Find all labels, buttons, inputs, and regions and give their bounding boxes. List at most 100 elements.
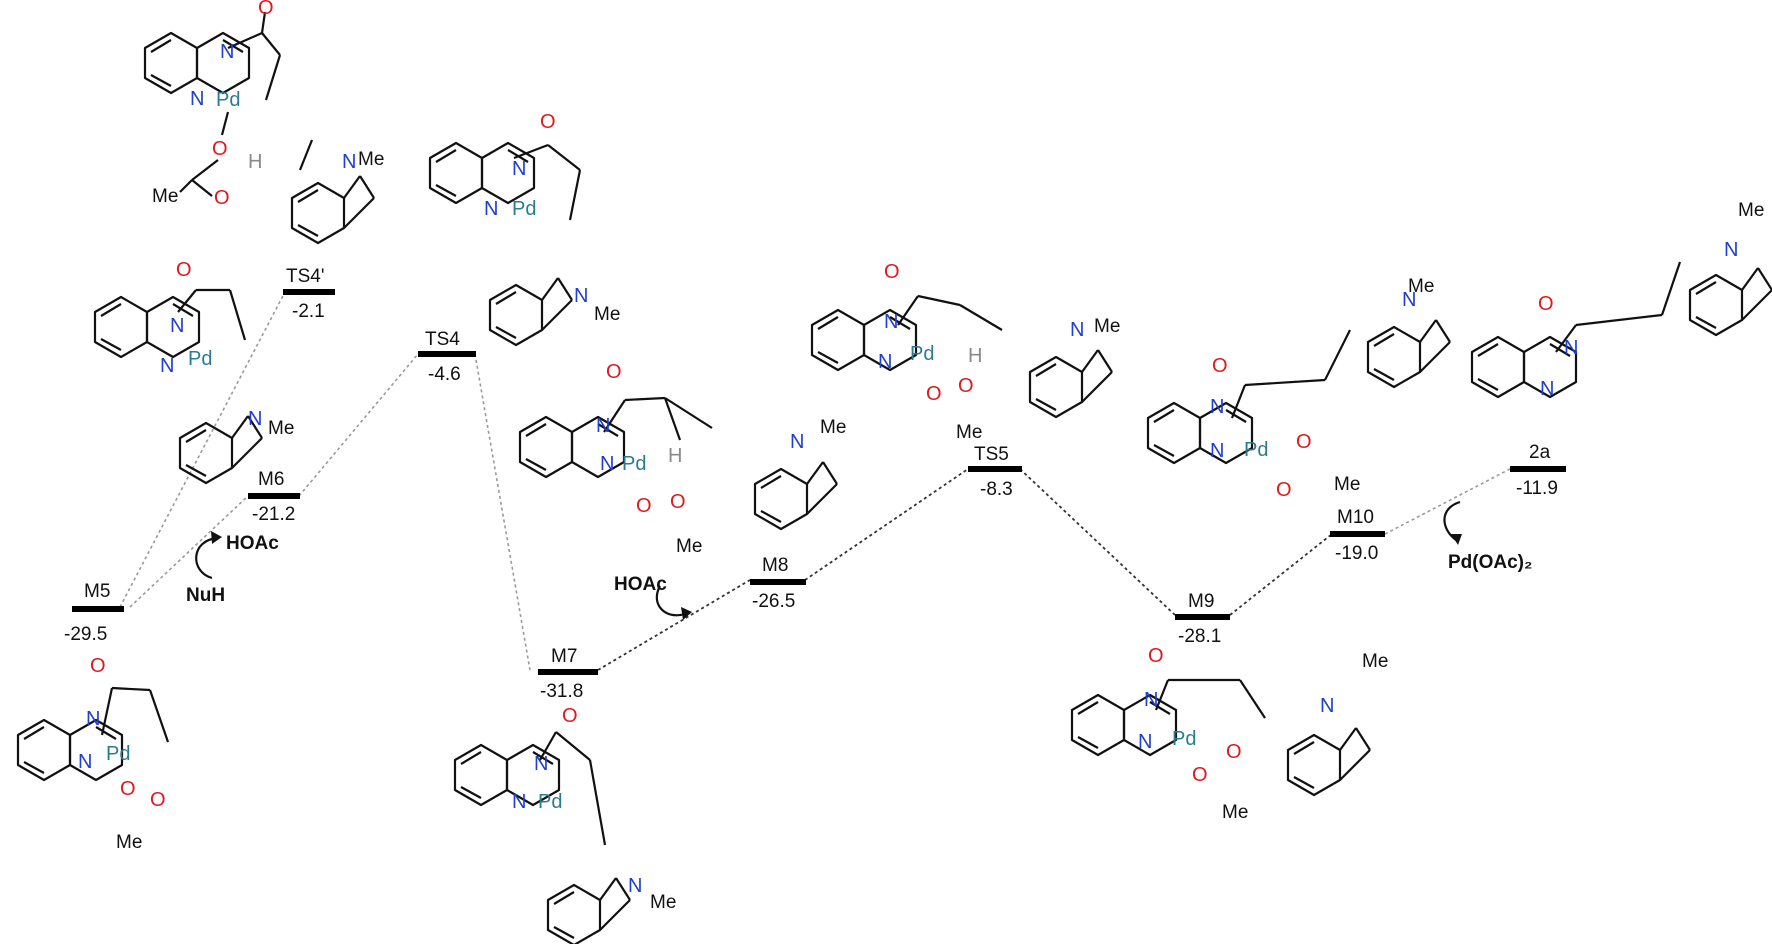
label-m8: M8 bbox=[762, 555, 788, 576]
state-labels: M5 -29.5 M6 -21.2 TS4' -2.1 TS4 -4.6 M7 … bbox=[64, 266, 1558, 702]
svg-text:O: O bbox=[120, 778, 136, 800]
molecule-ts5: O N N Pd H O O Me N Me bbox=[810, 261, 1120, 443]
svg-text:O: O bbox=[214, 187, 230, 209]
svg-text:N: N bbox=[1724, 239, 1738, 261]
svg-text:N: N bbox=[884, 311, 898, 333]
svg-text:N: N bbox=[1070, 319, 1084, 341]
reagent-hoac-out: HOAc bbox=[226, 533, 279, 554]
molecule-m8: O N N Pd H O O Me N Me bbox=[518, 361, 846, 557]
svg-text:H: H bbox=[668, 445, 682, 467]
energy-2a: -11.9 bbox=[1516, 478, 1558, 499]
svg-text:Me: Me bbox=[116, 832, 142, 853]
energy-m10: -19.0 bbox=[1335, 543, 1378, 564]
energy-levels bbox=[72, 289, 1566, 675]
energy-m8: -26.5 bbox=[752, 591, 795, 612]
label-2a: 2a bbox=[1529, 442, 1551, 463]
svg-text:N: N bbox=[342, 151, 356, 173]
svg-text:N: N bbox=[574, 285, 588, 307]
svg-text:O: O bbox=[884, 261, 900, 283]
svg-text:N: N bbox=[78, 751, 92, 773]
reagent-pdoac2-out: Pd(OAc)₂ bbox=[1448, 552, 1532, 573]
svg-text:O: O bbox=[1192, 764, 1208, 786]
svg-text:N: N bbox=[534, 753, 548, 775]
svg-text:N: N bbox=[1210, 440, 1224, 462]
svg-text:O: O bbox=[1538, 293, 1554, 315]
svg-text:Me: Me bbox=[650, 892, 676, 913]
label-ts5: TS5 bbox=[974, 444, 1009, 465]
svg-text:O: O bbox=[1276, 479, 1292, 501]
svg-text:Pd: Pd bbox=[512, 198, 536, 220]
svg-text:N: N bbox=[628, 875, 642, 897]
svg-text:O: O bbox=[1212, 355, 1228, 377]
molecule-ts4: O N N Pd N Me bbox=[428, 111, 620, 347]
energy-m5: -29.5 bbox=[64, 624, 107, 645]
svg-text:N: N bbox=[1402, 289, 1416, 311]
molecule-2a: O N N N Me bbox=[1470, 200, 1772, 400]
svg-text:Pd: Pd bbox=[106, 743, 130, 765]
svg-text:H: H bbox=[248, 151, 262, 173]
svg-text:N: N bbox=[190, 88, 204, 110]
svg-text:Me: Me bbox=[676, 536, 702, 557]
label-m7: M7 bbox=[551, 646, 577, 667]
molecule-m9: O N N Pd O O Me N Me bbox=[1070, 645, 1388, 823]
label-m10: M10 bbox=[1337, 507, 1374, 528]
svg-text:Pd: Pd bbox=[216, 89, 240, 111]
svg-text:O: O bbox=[1226, 741, 1242, 763]
svg-text:N: N bbox=[170, 315, 184, 337]
svg-text:O: O bbox=[212, 138, 228, 160]
svg-text:N: N bbox=[1564, 337, 1578, 359]
label-ts4p: TS4' bbox=[286, 266, 324, 287]
svg-text:Me: Me bbox=[1334, 474, 1360, 495]
energy-m9: -28.1 bbox=[1178, 626, 1221, 647]
svg-text:N: N bbox=[86, 708, 100, 730]
svg-text:Me: Me bbox=[1222, 802, 1248, 823]
energy-ts4: -4.6 bbox=[428, 364, 461, 385]
energy-m7: -31.8 bbox=[540, 681, 583, 702]
svg-text:N: N bbox=[1144, 689, 1158, 711]
svg-text:Me: Me bbox=[1408, 276, 1434, 297]
energy-ts5: -8.3 bbox=[980, 479, 1013, 500]
energy-m6: -21.2 bbox=[252, 504, 295, 525]
svg-text:Me: Me bbox=[1362, 651, 1388, 672]
energy-ts4p: -2.1 bbox=[292, 301, 325, 322]
svg-text:N: N bbox=[1540, 378, 1554, 400]
svg-text:Me: Me bbox=[358, 149, 384, 170]
svg-text:Me: Me bbox=[268, 418, 294, 439]
molecule-m7: O N N Pd N Me bbox=[453, 705, 676, 944]
reagent-nuh-in: NuH bbox=[186, 585, 225, 606]
svg-text:O: O bbox=[150, 789, 166, 811]
svg-text:O: O bbox=[258, 0, 274, 19]
svg-text:O: O bbox=[926, 383, 942, 405]
svg-text:N: N bbox=[790, 431, 804, 453]
svg-text:Pd: Pd bbox=[910, 343, 934, 365]
svg-text:Pd: Pd bbox=[538, 791, 562, 813]
molecule-m6: O N N Pd N Me bbox=[93, 259, 294, 485]
svg-text:Me: Me bbox=[1094, 316, 1120, 337]
molecule-ts4p: O N N Pd O O Me H N Me bbox=[143, 0, 384, 245]
svg-text:N: N bbox=[484, 198, 498, 220]
svg-text:Me: Me bbox=[956, 422, 982, 443]
svg-text:N: N bbox=[600, 453, 614, 475]
svg-text:O: O bbox=[540, 111, 556, 133]
svg-text:O: O bbox=[606, 361, 622, 383]
svg-text:N: N bbox=[878, 351, 892, 373]
svg-text:O: O bbox=[176, 259, 192, 281]
svg-text:Pd: Pd bbox=[1172, 728, 1196, 750]
svg-text:N: N bbox=[248, 408, 262, 430]
svg-text:N: N bbox=[1210, 396, 1224, 418]
svg-text:O: O bbox=[670, 491, 686, 513]
svg-text:N: N bbox=[1320, 695, 1334, 717]
svg-text:N: N bbox=[512, 158, 526, 180]
connector-lines bbox=[119, 291, 1511, 671]
svg-text:O: O bbox=[562, 705, 578, 727]
svg-text:Me: Me bbox=[594, 304, 620, 325]
label-m9: M9 bbox=[1188, 591, 1214, 612]
label-m6: M6 bbox=[258, 469, 284, 490]
svg-text:N: N bbox=[1138, 731, 1152, 753]
svg-text:N: N bbox=[220, 41, 234, 63]
svg-text:O: O bbox=[636, 495, 652, 517]
svg-text:O: O bbox=[1296, 431, 1312, 453]
svg-text:Me: Me bbox=[152, 186, 178, 207]
